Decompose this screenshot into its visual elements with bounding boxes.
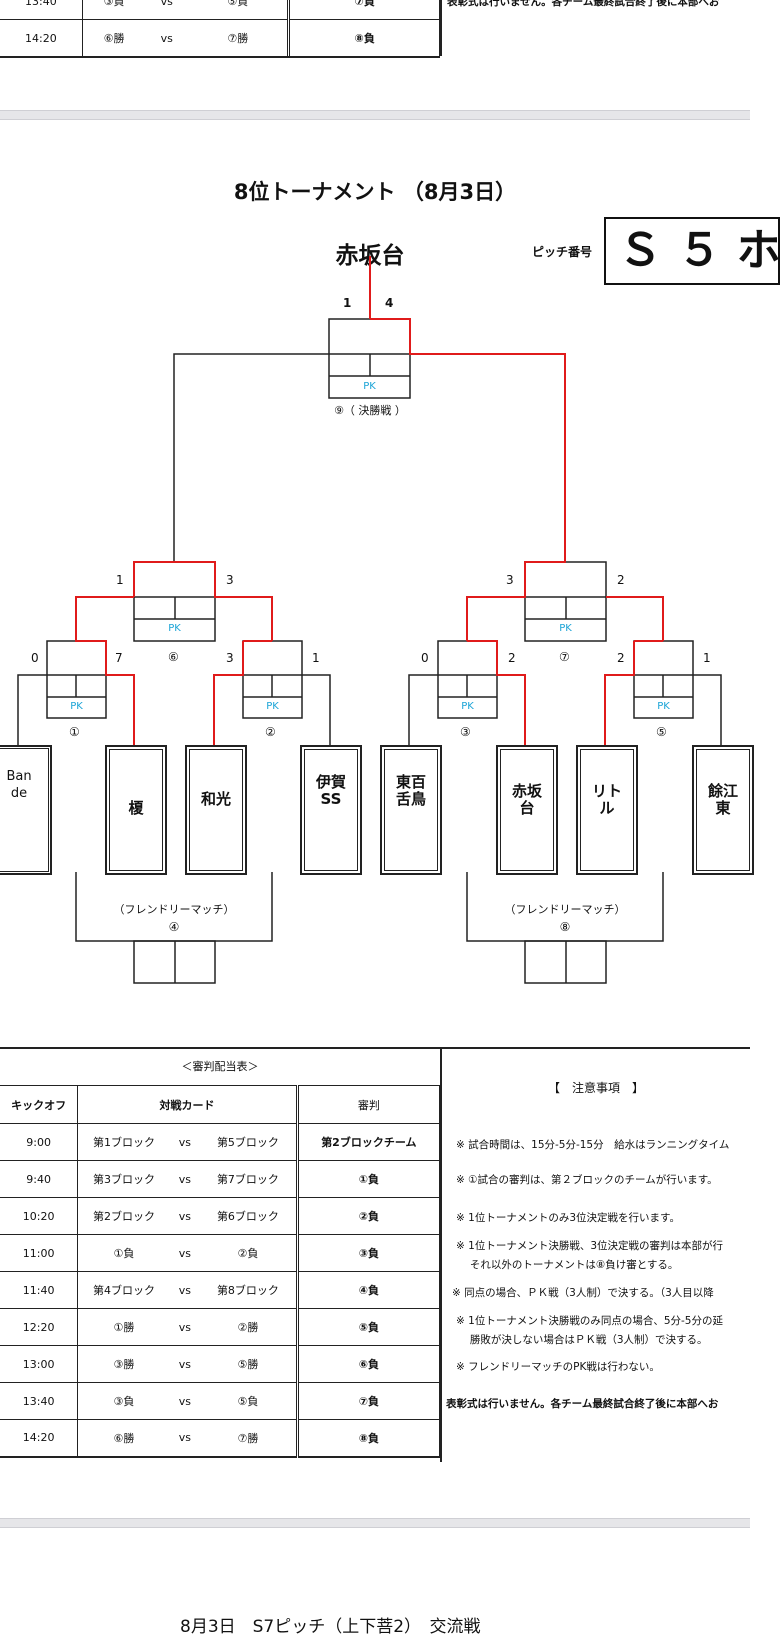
- team-name: 赤坂台: [512, 782, 543, 817]
- q2-pk-label: PK: [266, 701, 279, 712]
- team-name: 東百舌鳥: [396, 773, 427, 808]
- note-item: 勝敗が決しない場合はＰＫ戦（3人制）で決する。: [456, 1334, 708, 1346]
- team-box: 伊賀SS: [300, 745, 362, 875]
- team-name: Bande: [6, 769, 32, 801]
- pitch-label: ピッチ番号: [532, 245, 593, 259]
- table-row: 14:20 ⑥勝 vs ⑦勝 ⑧負: [0, 1419, 441, 1458]
- team-name: 榎: [128, 799, 144, 817]
- table-header-row: キックオフ 対戦カード 審判: [0, 1085, 441, 1124]
- bracket-lines: [17, 256, 722, 984]
- q1-score-right: 7: [115, 651, 123, 665]
- notes-divider: [440, 1047, 442, 1462]
- q5-score-left: 2: [617, 651, 625, 665]
- referee-table: キックオフ 対戦カード 審判 9:00 第1ブロック vs 第5ブロック 第2ブ…: [0, 1085, 441, 1458]
- note-item: それ以外のトーナメントは⑧負け審とする。: [456, 1259, 679, 1271]
- friendly-id-left: ④: [168, 920, 180, 934]
- referee-table-title: ＜審判配当表＞: [181, 1060, 259, 1073]
- note-item: ※ 1位トーナメント決勝戦、3位決定戦の審判は本部が行: [456, 1240, 723, 1252]
- notes-title: 【 注意事項 】: [547, 1081, 644, 1095]
- q1-pk-label: PK: [70, 701, 83, 712]
- final-score-right: 4: [385, 296, 394, 310]
- semi7-score-right: 2: [617, 573, 625, 587]
- semi6-id: ⑥: [168, 650, 179, 664]
- friendly-label-right: （フレンドリーマッチ）: [504, 903, 626, 916]
- team-box: 東百舌鳥: [380, 745, 442, 875]
- team-box: 餘江東: [692, 745, 754, 875]
- note-item: ※ 1位トーナメント決勝戦のみ同点の場合、5分-5分の延: [456, 1315, 723, 1327]
- table-row: 9:40 第3ブロック vs 第7ブロック ①負: [0, 1160, 441, 1198]
- team-box: リトル: [576, 745, 638, 875]
- tournament-title: 8位トーナメント （8月3日）: [233, 180, 517, 204]
- table-row: 11:00 ①負 vs ②負 ③負: [0, 1234, 441, 1272]
- semi7-id: ⑦: [559, 650, 570, 664]
- friendly-label-left: （フレンドリーマッチ）: [113, 903, 235, 916]
- q5-score-right: 1: [703, 651, 711, 665]
- table-row: 12:20 ①勝 vs ②勝 ⑤負: [0, 1308, 441, 1346]
- team-box: 赤坂台: [496, 745, 558, 875]
- q3-score-left: 0: [421, 651, 429, 665]
- team-box: 和光: [185, 745, 247, 875]
- table-row: 13:40 ③負 vs ⑤負 ⑦負: [0, 1382, 441, 1420]
- table-row: 11:40 第4ブロック vs 第8ブロック ④負: [0, 1271, 441, 1309]
- team-name: 餘江東: [708, 782, 739, 817]
- table-top-border: [0, 1047, 750, 1049]
- q3-pk-label: PK: [461, 701, 474, 712]
- friendly-id-right: ⑧: [559, 920, 571, 934]
- note-item: ※ 同点の場合、ＰＫ戦（3人制）で決する。（3人目以降: [452, 1287, 714, 1299]
- q2-id: ②: [265, 725, 276, 739]
- final-label: ⑨（ 決勝戦 ）: [334, 404, 406, 417]
- table-row: 9:00 第1ブロック vs 第5ブロック 第2ブロックチーム: [0, 1123, 441, 1161]
- next-page-heading: 8月3日 S7ピッチ（上下菩2） 交流戦: [180, 1617, 481, 1637]
- q2-score-left: 3: [226, 651, 234, 665]
- semi6-pk-label: PK: [168, 623, 181, 634]
- q3-score-right: 2: [508, 651, 516, 665]
- top-table: 13:40 ③負 vs ⑤負 ⑦負 14:20 ⑥勝 vs ⑦勝 ⑧負: [0, 0, 440, 57]
- final-score-left: 1: [343, 296, 352, 310]
- pitch-number-box: Ｓ ５ ホ: [604, 217, 781, 285]
- page-separator: [0, 110, 750, 120]
- final-pk-label: PK: [363, 381, 376, 392]
- q1-id: ①: [69, 725, 80, 739]
- table-row: 10:20 第2ブロック vs 第6ブロック ②負: [0, 1197, 441, 1235]
- note-item: ※ 1位トーナメントのみ3位決定戦を行います。: [456, 1212, 680, 1224]
- team-box: Bande: [0, 745, 52, 875]
- semi6-score-right: 3: [226, 573, 234, 587]
- semi6-score-left: 1: [116, 573, 124, 587]
- team-name: リトル: [592, 782, 623, 817]
- note-item: ※ ①試合の審判は、第２ブロックのチームが行います。: [456, 1174, 718, 1186]
- note-item: ※ 試合時間は、15分-5分-15分 給水はランニングタイム: [456, 1139, 730, 1151]
- table-row: 13:00 ③勝 vs ⑤勝 ⑥負: [0, 1345, 441, 1383]
- semi7-score-left: 3: [506, 573, 514, 587]
- team-name: 伊賀SS: [316, 773, 347, 808]
- semi7-pk-label: PK: [559, 623, 572, 634]
- team-box: 榎: [105, 745, 167, 875]
- note-item: ※ フレンドリーマッチのPK戦は行わない。: [456, 1361, 660, 1373]
- q5-id: ⑤: [656, 725, 667, 739]
- top-note-fragment: 表彰式は行いません。各チーム最終試合終了後に本部へお: [447, 0, 720, 8]
- team-name: 和光: [201, 790, 232, 808]
- q1-score-left: 0: [31, 651, 39, 665]
- q5-pk-label: PK: [657, 701, 670, 712]
- page-separator: [0, 1518, 750, 1528]
- note-item: 表彰式は行いません。各チーム最終試合終了後に本部へお: [446, 1398, 719, 1410]
- q2-score-right: 1: [312, 651, 320, 665]
- q3-id: ③: [460, 725, 471, 739]
